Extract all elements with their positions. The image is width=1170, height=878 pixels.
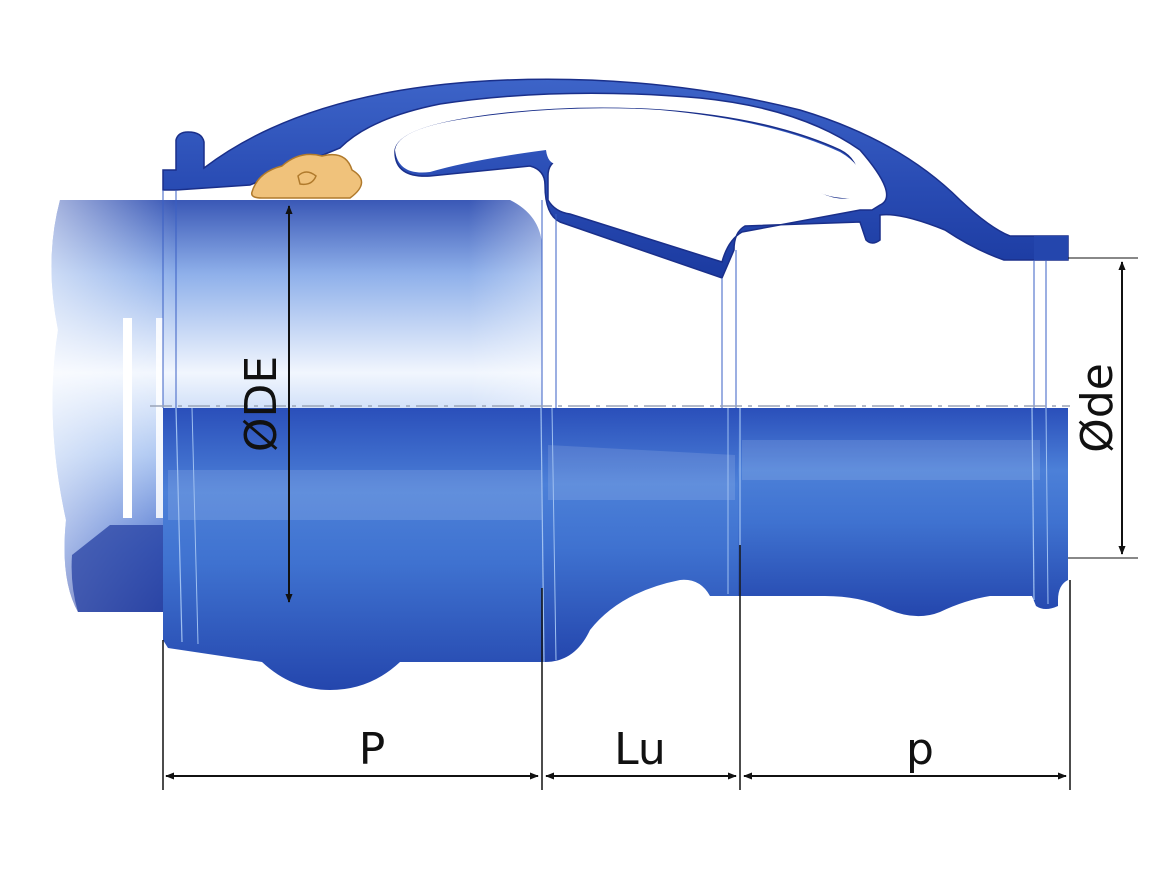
- label-outer-diameter: ØDE: [236, 356, 287, 452]
- dimension-outer-diameter: ØDE: [236, 205, 293, 603]
- seam-3: [540, 407, 545, 663]
- pipe-bottom-shadow: [71, 525, 180, 612]
- arch-cavity: [395, 108, 864, 199]
- label-socket-depth-large: P: [359, 724, 386, 775]
- fitting-exterior-lower: [163, 407, 1068, 690]
- label-socket-depth-small: p: [906, 724, 934, 775]
- small-socket-lip: [1034, 236, 1068, 260]
- dimension-inner-diameter: Øde: [1068, 257, 1138, 559]
- fitting-section-upper: [162, 78, 1069, 279]
- label-inner-diameter: Øde: [1072, 363, 1123, 453]
- pipe-insertion-mark: [123, 318, 132, 518]
- dimension-lengths: P Lu p: [162, 545, 1071, 790]
- label-useful-length: Lu: [614, 724, 666, 775]
- seam-7: [1031, 407, 1035, 601]
- large-socket-body: [163, 408, 542, 690]
- gasket-detail: [297, 171, 317, 186]
- pipe-insertion-mark-2: [156, 318, 163, 518]
- seam-2: [191, 407, 199, 645]
- seam-8: [1045, 407, 1049, 605]
- seam-1: [175, 407, 183, 643]
- bore-lines: [162, 190, 1047, 408]
- seam-4: [551, 407, 557, 661]
- taper-body: [542, 408, 738, 662]
- gasket: [250, 153, 363, 199]
- small-socket-body: [738, 408, 1068, 617]
- body-highlight: [168, 440, 1040, 520]
